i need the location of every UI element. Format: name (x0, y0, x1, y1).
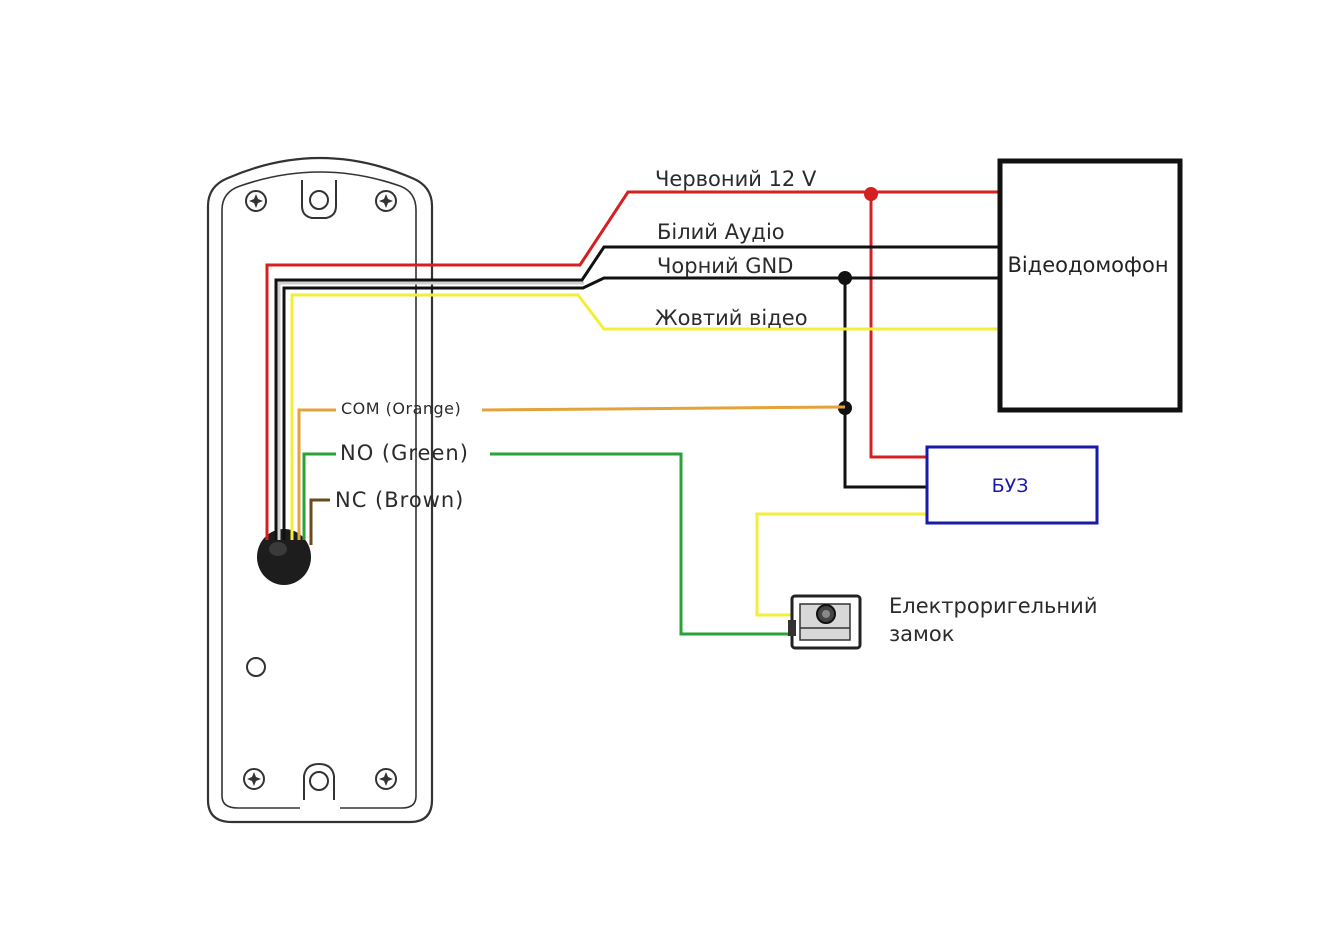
wire-yellow-lock (755, 512, 927, 617)
wire-black (282, 276, 1000, 540)
panel-hole (246, 657, 266, 677)
wire-brown (309, 498, 330, 545)
keyhole-icon (301, 180, 337, 219)
call-panel-outer (206, 156, 434, 824)
wires (265, 187, 1000, 636)
intercom-box: Відеодомофон (997, 158, 1183, 413)
wire-white (274, 245, 1000, 540)
label-no-terminal: NO (Green) (340, 441, 469, 465)
screw-icon (375, 190, 397, 212)
screw-icon (375, 768, 397, 790)
wire-yellow (290, 293, 1000, 540)
label-com-terminal: COM (Orange) (341, 399, 461, 418)
lock-icon (788, 594, 862, 650)
wire-black-psu (843, 278, 927, 489)
junction-red (864, 187, 878, 201)
button-icon (257, 529, 311, 585)
keyhole-icon (303, 762, 335, 800)
label-nc-terminal: NC (Brown) (335, 488, 464, 512)
wire-red-psu (869, 192, 927, 459)
wire-orange (297, 408, 336, 540)
psu-box: БУЗ (925, 445, 1099, 525)
wire-red (265, 190, 1000, 540)
call-panel-inner (221, 171, 417, 809)
label-red-wire: Червоний 12 V (655, 167, 817, 191)
wire-green (302, 452, 336, 540)
intercom-label: Відеодомофон (1007, 253, 1168, 277)
screw-icon (245, 190, 267, 212)
lock-label-line1: Електроригельний (889, 594, 1097, 618)
psu-label: БУЗ (992, 475, 1029, 497)
screw-icon (243, 768, 265, 790)
junction-black (838, 271, 852, 285)
label-yellow-wire: Жовтий відео (655, 306, 808, 330)
label-black-wire: Чорний GND (657, 254, 793, 278)
call-panel (206, 156, 434, 824)
lock-label-line2: замок (889, 622, 954, 646)
label-white-wire: Білий Аудіо (657, 220, 785, 244)
